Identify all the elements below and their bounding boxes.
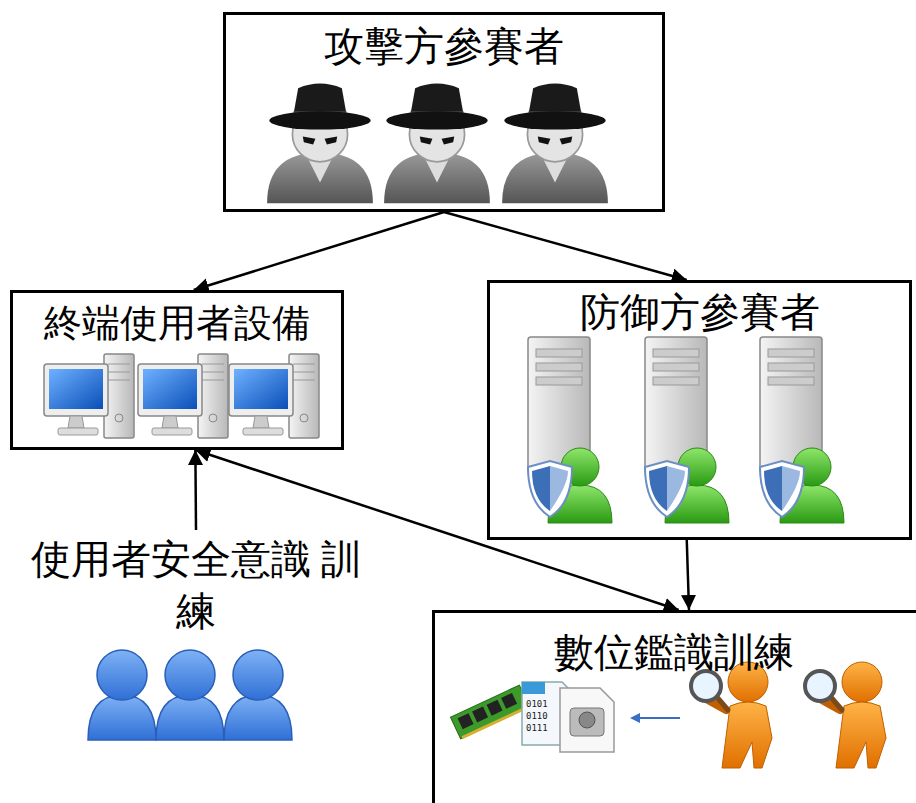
group-box: 數位鑑識訓練 xyxy=(432,610,916,803)
node-title: 終端使用者設備 xyxy=(13,293,341,348)
arrow-connector xyxy=(687,540,689,610)
computer-icons xyxy=(44,354,319,438)
spy-icons xyxy=(267,84,608,204)
binary-text: 0110 xyxy=(526,712,548,721)
arrow-connector xyxy=(194,212,444,290)
forensics-icons xyxy=(450,662,886,768)
user-icons xyxy=(88,650,292,740)
node-title: 數位鑑識訓練 xyxy=(435,613,913,679)
binary-text: 0111 xyxy=(526,724,548,733)
arrow-connector xyxy=(195,450,678,610)
node-title: 攻擊方參賽者 xyxy=(226,15,662,73)
server-icons xyxy=(528,337,844,523)
arrow-connector xyxy=(444,212,687,280)
group-box: 防御方參賽者 xyxy=(487,280,912,540)
group-box: 終端使用者設備 xyxy=(10,290,344,450)
group-box: 攻擊方參賽者 xyxy=(223,12,665,212)
text-node: 使用者安全意識 訓練 xyxy=(30,530,362,638)
binary-text: 0101 xyxy=(526,700,548,709)
node-title: 使用者安全意識 訓練 xyxy=(30,530,362,638)
node-title: 防御方參賽者 xyxy=(490,283,909,339)
arrow-connector xyxy=(194,450,197,530)
